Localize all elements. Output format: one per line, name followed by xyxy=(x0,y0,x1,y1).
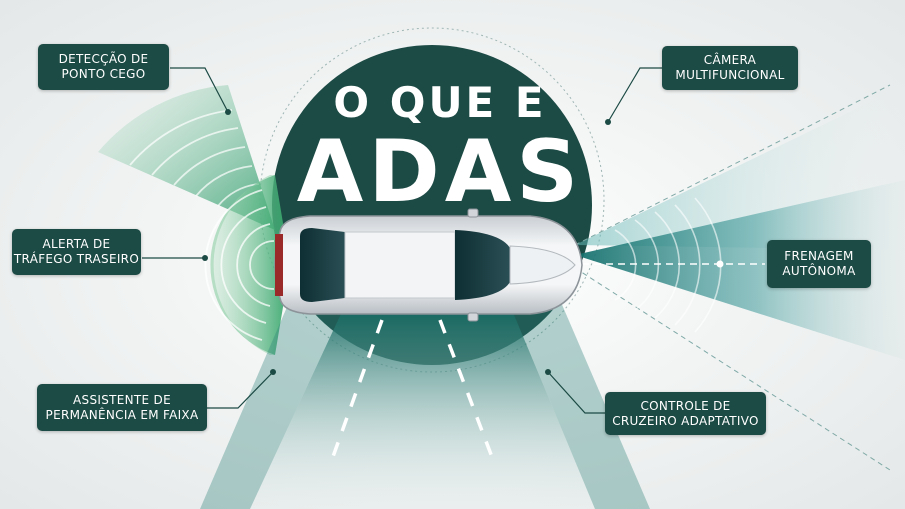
lane-zone xyxy=(250,305,595,509)
title-line-2: ADAS xyxy=(296,122,584,222)
callout-camera-line2: MULTIFUNCIONAL xyxy=(675,68,785,82)
callout-braking-line1: FRENAGEM xyxy=(784,249,854,263)
beam-edge-top xyxy=(574,84,891,246)
cruise-dot xyxy=(545,369,551,375)
callout-lane-keeping-line1: ASSISTENTE DE xyxy=(73,392,171,407)
callout-rear-traffic: ALERTA DE TRÁFEGO TRASEIRO xyxy=(12,229,141,275)
callout-blind-spot-line1: DETECÇÃO DE xyxy=(58,52,149,66)
rear-traffic-waves xyxy=(204,189,275,341)
callout-lane-keeping-line2: PERMANÊNCIA EM FAIXA xyxy=(45,407,199,422)
rear-leader-dot xyxy=(202,255,208,261)
title-line-1: O QUE E xyxy=(333,78,547,127)
callout-camera-line1: CÂMERA xyxy=(703,53,757,67)
blind-spot-leader xyxy=(170,67,229,113)
callout-braking-line2: AUTÔNOMA xyxy=(782,264,856,278)
camera-leader xyxy=(607,67,662,123)
cruise-leader xyxy=(547,371,605,414)
callout-lane-keeping: ASSISTENTE DE PERMANÊNCIA EM FAIXA xyxy=(37,384,207,431)
callout-cruise-line1: CONTROLE DE xyxy=(640,398,731,413)
blind-spot-dot xyxy=(225,109,231,115)
braking-beam xyxy=(575,180,905,360)
callout-rear-traffic-line1: ALERTA DE xyxy=(42,237,111,251)
callout-cruise-line2: CRUZEIRO ADAPTATIVO xyxy=(612,413,759,428)
lane-leader xyxy=(207,371,274,409)
callout-camera: CÂMERA MULTIFUNCIONAL xyxy=(662,46,798,90)
camera-dot xyxy=(605,119,611,125)
braking-dot xyxy=(716,260,724,268)
callout-cruise-control: CONTROLE DE CRUZEIRO ADAPTATIVO xyxy=(605,392,766,435)
callout-blind-spot: DETECÇÃO DE PONTO CEGO xyxy=(38,44,169,90)
callout-rear-traffic-line2: TRÁFEGO TRASEIRO xyxy=(13,252,140,266)
lane-zone-right xyxy=(510,300,650,509)
lane-zone-left xyxy=(200,300,345,509)
lane-dot xyxy=(270,369,276,375)
callout-braking: FRENAGEM AUTÔNOMA xyxy=(767,240,871,288)
callout-blind-spot-line2: PONTO CEGO xyxy=(61,67,146,81)
car xyxy=(274,208,583,322)
